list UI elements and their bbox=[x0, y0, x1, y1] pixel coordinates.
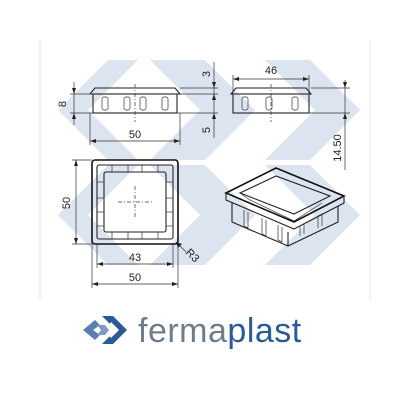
iso-inner-wall bbox=[239, 192, 323, 222]
iso-opening bbox=[238, 175, 332, 215]
watermark-logo bbox=[58, 60, 360, 265]
top-view-inner bbox=[103, 171, 167, 233]
front-mid-arrow bbox=[212, 94, 216, 100]
top-height-label: 50 bbox=[61, 197, 73, 209]
front-width-label: 50 bbox=[129, 129, 141, 141]
side-height-label: 14.50 bbox=[332, 134, 344, 162]
iso-fins bbox=[243, 210, 323, 243]
top-view-fin-ticks bbox=[97, 165, 173, 239]
front-height-arrow-top bbox=[72, 88, 76, 94]
top-height-arrow-top bbox=[74, 160, 78, 166]
side-view: 46 14.50 bbox=[229, 65, 350, 170]
fermaplast-logo: fermaplast bbox=[80, 308, 330, 354]
front-top-arrow bbox=[212, 82, 216, 88]
side-width-arrow-right bbox=[303, 77, 309, 81]
front-bottom-arrow bbox=[212, 113, 216, 119]
fermaplast-diamond-logo-icon bbox=[83, 316, 127, 344]
front-view: 50 8 3 5 bbox=[57, 62, 218, 145]
brand-wordmark: fermaplast bbox=[138, 308, 302, 354]
side-view-fins bbox=[241, 96, 299, 111]
iso-rim-edge bbox=[225, 193, 345, 230]
brand-word-plast: plast bbox=[227, 312, 302, 350]
top-view-rim-inner bbox=[96, 164, 174, 240]
brand-word-ferma: ferma bbox=[138, 312, 228, 350]
isometric-view bbox=[224, 167, 346, 247]
top-outer-width-label: 50 bbox=[129, 272, 141, 284]
front-width-arrow-left bbox=[90, 139, 96, 143]
front-top-label: 3 bbox=[201, 71, 213, 77]
top-view-outer bbox=[91, 159, 179, 245]
front-bottom-label: 5 bbox=[201, 127, 213, 133]
side-height-arrow-top bbox=[343, 82, 347, 88]
corner-radius-arrow bbox=[176, 242, 182, 248]
front-width-arrow-right bbox=[174, 139, 180, 143]
side-width-arrow-left bbox=[233, 77, 239, 81]
front-height-label: 8 bbox=[57, 101, 69, 107]
top-inner-width-label: 43 bbox=[129, 252, 141, 264]
top-outer-arrow-left bbox=[92, 282, 98, 286]
top-inner-arrow-left bbox=[97, 262, 103, 266]
front-view-fins bbox=[101, 96, 169, 111]
side-height-arrow-bottom bbox=[343, 113, 347, 119]
top-inner-arrow-right bbox=[167, 262, 173, 266]
side-width-label: 46 bbox=[265, 65, 277, 77]
top-outer-arrow-right bbox=[172, 282, 178, 286]
front-height-arrow-bottom bbox=[72, 113, 76, 119]
top-view: 50 43 50 R3 bbox=[61, 159, 201, 288]
top-height-arrow-bottom bbox=[74, 238, 78, 244]
